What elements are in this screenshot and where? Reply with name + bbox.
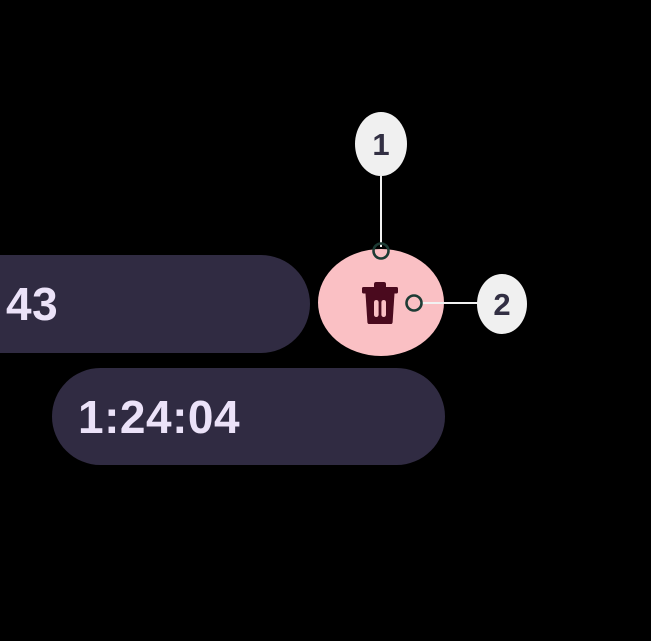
callout-badge-2[interactable]: 2: [477, 274, 527, 334]
callout-badge-1[interactable]: 1: [355, 112, 407, 176]
callout-badge-2-label: 2: [493, 286, 511, 322]
count-pill[interactable]: 43: [0, 255, 310, 353]
duration-pill[interactable]: 1:24:04: [52, 368, 445, 465]
trash-icon: [362, 281, 399, 325]
delete-button[interactable]: [318, 249, 444, 356]
callout-badge-1-label: 1: [372, 126, 390, 162]
count-pill-label: 43: [6, 278, 59, 330]
duration-pill-label: 1:24:04: [78, 390, 241, 443]
